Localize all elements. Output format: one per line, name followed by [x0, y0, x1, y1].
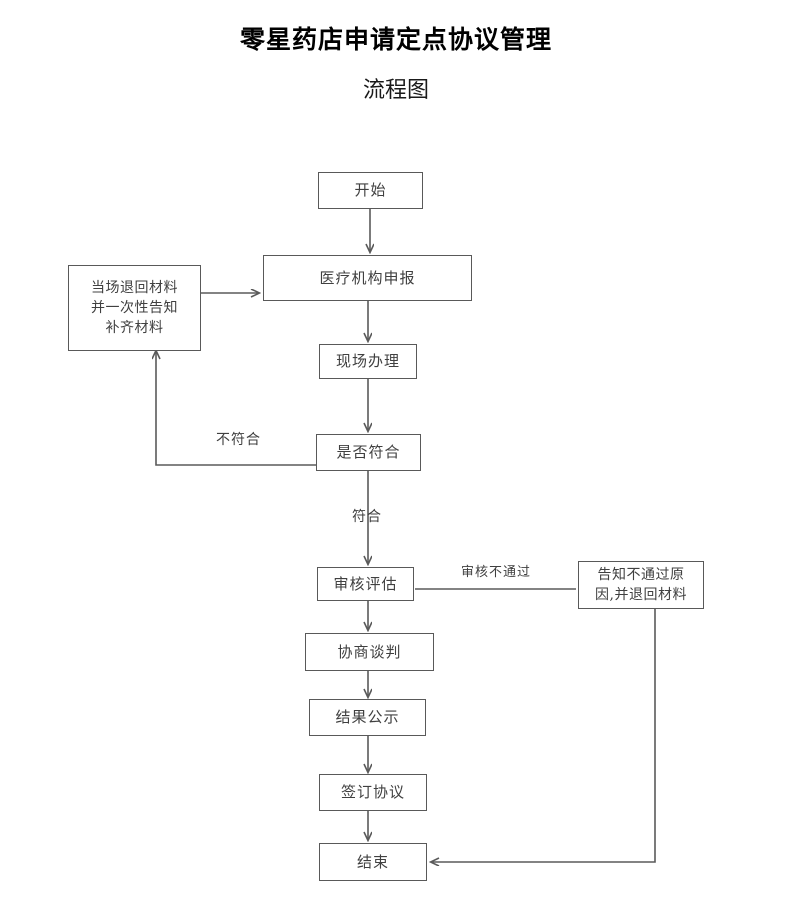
- edge-label-review-fail: 审核不通过: [461, 565, 532, 580]
- node-return-materials[interactable]: 当场退回材料 并一次性告知 补齐材料: [68, 265, 201, 351]
- node-review-assessment[interactable]: 审核评估: [317, 567, 414, 601]
- edge-label-conform: 符合: [352, 509, 382, 525]
- node-onsite-handling[interactable]: 现场办理: [319, 344, 417, 379]
- node-sign-agreement[interactable]: 签订协议: [319, 774, 427, 811]
- node-apply[interactable]: 医疗机构申报: [263, 255, 472, 301]
- node-negotiation[interactable]: 协商谈判: [305, 633, 434, 671]
- node-reject-notice[interactable]: 告知不通过原 因,并退回材料: [578, 561, 704, 609]
- page-subtitle: 流程图: [362, 78, 429, 103]
- node-result-publicity[interactable]: 结果公示: [309, 699, 426, 736]
- node-end[interactable]: 结束: [319, 843, 427, 881]
- node-start[interactable]: 开始: [318, 172, 423, 209]
- edge-reject-to-end: [431, 608, 656, 862]
- node-check-conformance[interactable]: 是否符合: [316, 434, 421, 471]
- page-title: 零星药店申请定点协议管理: [239, 25, 552, 54]
- edge-label-not-conform: 不符合: [216, 432, 261, 448]
